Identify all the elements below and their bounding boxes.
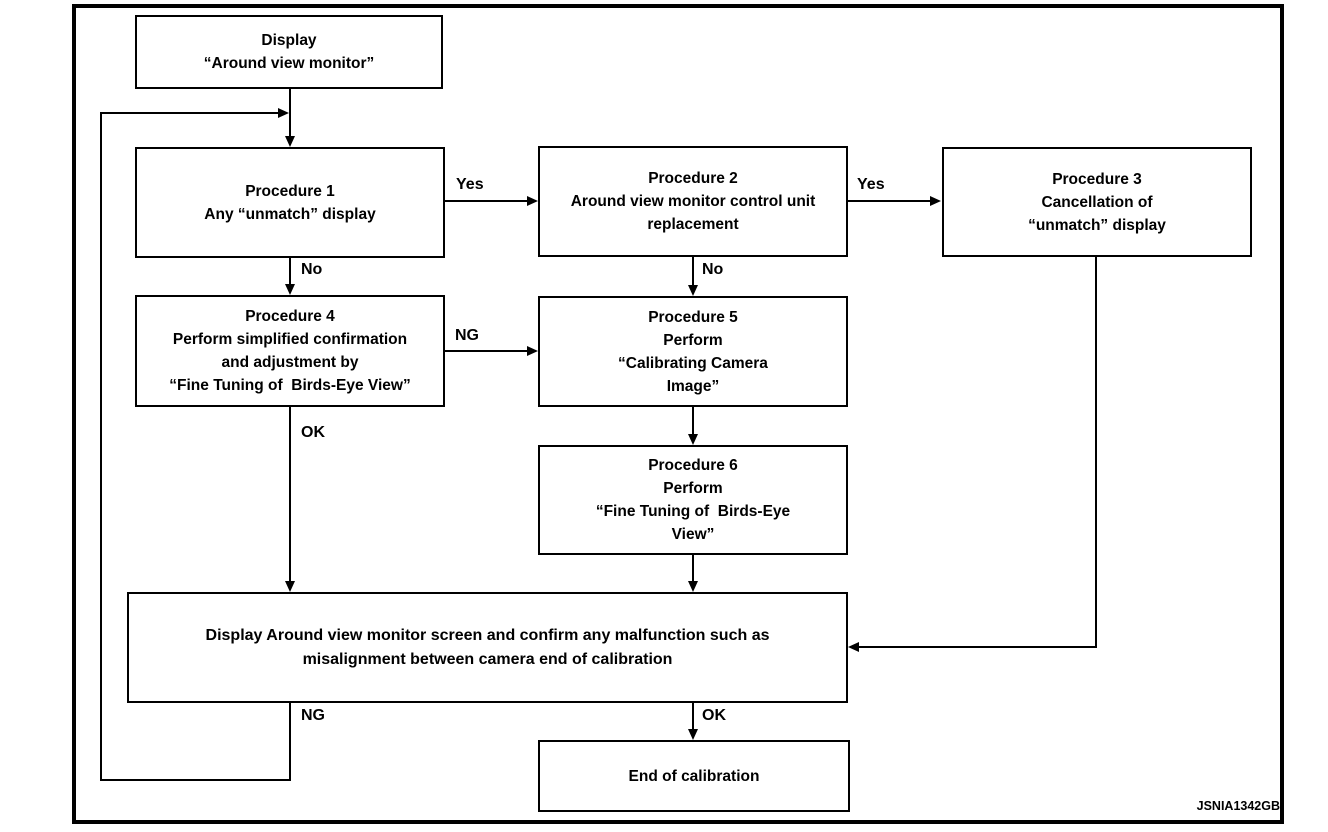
edge-label-no: No [301, 261, 323, 278]
edge-procedure4-procedure5 [445, 350, 527, 352]
arrowhead-down [688, 285, 698, 296]
edge-procedure3-down [1095, 257, 1097, 648]
flow-box-end-of-calibration: End of calibration [538, 740, 850, 812]
edge-label-ng: NG [301, 707, 325, 724]
edge-label-ng: NG [455, 327, 479, 344]
edge-procedure2-procedure5 [692, 257, 694, 285]
edge-display-procedure1 [289, 88, 291, 136]
flow-box-procedure-4: Procedure 4 Perform simplified confirmat… [135, 295, 445, 407]
arrowhead-down [688, 729, 698, 740]
arrowhead-down [285, 136, 295, 147]
edge-procedure1-procedure4 [289, 258, 291, 284]
edge-confirm-loop-down [289, 703, 291, 781]
edge-procedure2-procedure3 [848, 200, 930, 202]
diagram-border [72, 4, 1284, 824]
edge-loop-left [100, 112, 102, 781]
edge-procedure5-procedure6 [692, 407, 694, 434]
flow-box-confirm-malfunction: Display Around view monitor screen and c… [127, 592, 848, 703]
arrowhead-down [688, 434, 698, 445]
edge-label-ok: OK [301, 424, 325, 441]
arrowhead-left [848, 642, 859, 652]
edge-loop-bottom [100, 779, 291, 781]
flow-box-procedure-6: Procedure 6 Perform “Fine Tuning of Bird… [538, 445, 848, 555]
edge-label-yes: Yes [456, 176, 484, 193]
edge-label-ok: OK [702, 707, 726, 724]
arrowhead-right [527, 196, 538, 206]
flow-box-procedure-5: Procedure 5 Perform “Calibrating Camera … [538, 296, 848, 407]
arrowhead-right [930, 196, 941, 206]
edge-procedure1-procedure2 [445, 200, 527, 202]
flow-box-display: Display “Around view monitor” [135, 15, 443, 89]
arrowhead-down [285, 284, 295, 295]
flow-box-procedure-2: Procedure 2 Around view monitor control … [538, 146, 848, 257]
edge-label-yes: Yes [857, 176, 885, 193]
arrowhead-right [527, 346, 538, 356]
edge-procedure6-confirm [692, 555, 694, 581]
edge-label-no: No [702, 261, 724, 278]
arrowhead-down [285, 581, 295, 592]
figure-id: JSNIA1342GB [1196, 799, 1280, 813]
arrowhead-right [278, 108, 289, 118]
arrowhead-down [688, 581, 698, 592]
edge-loop-top [100, 112, 278, 114]
edge-confirm-end [692, 703, 694, 729]
flow-box-procedure-1: Procedure 1 Any “unmatch” display [135, 147, 445, 258]
edge-procedure3-confirm [859, 646, 1097, 648]
flow-box-procedure-3: Procedure 3 Cancellation of “unmatch” di… [942, 147, 1252, 257]
edge-procedure4-confirm [289, 407, 291, 581]
